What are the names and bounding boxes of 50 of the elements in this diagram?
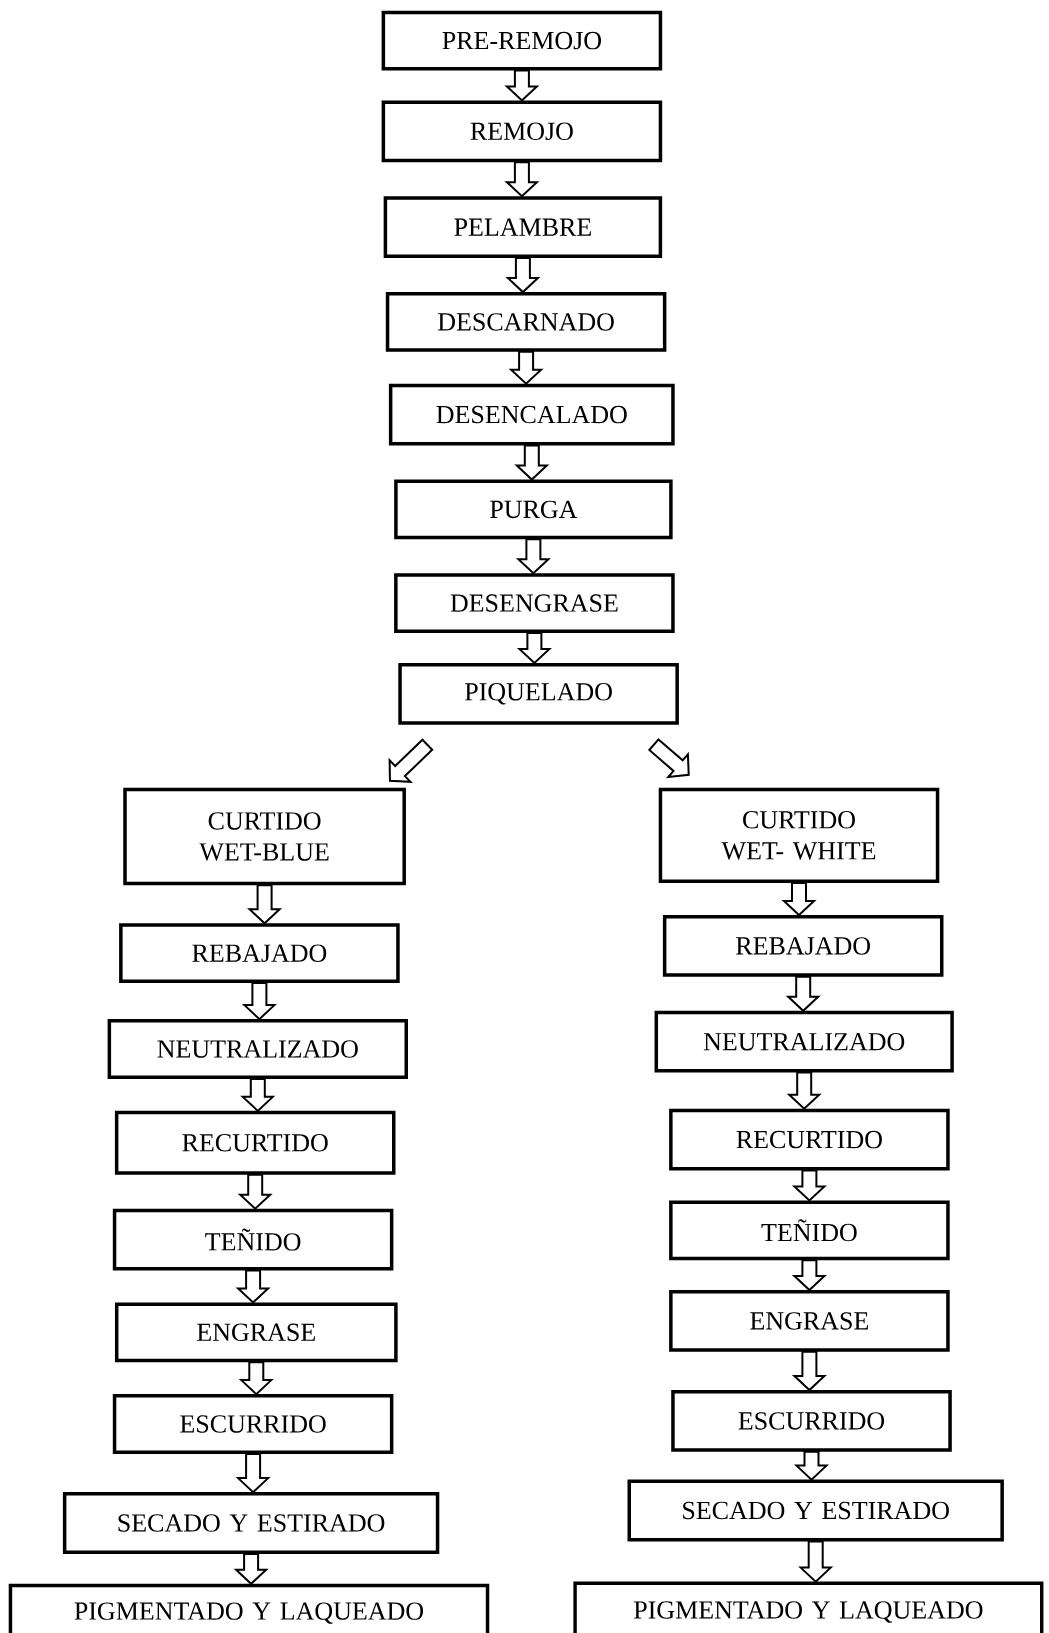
process-box: CURTIDO WET-BLUE [123,787,406,886]
process-box: PURGA [394,479,673,540]
process-box: ESCURRIDO [112,1394,394,1454]
process-box: PELAMBRE [383,196,663,258]
block-arrow [785,975,821,1013]
process-box: PIGMENTADO Y LAQUEADO [573,1581,1044,1633]
block-arrow [798,1540,834,1583]
process-box: CURTIDO WET- WHITE [658,787,940,883]
process-box: PRE-REMOJO [381,10,663,71]
process-box: RECURTIDO [669,1108,950,1171]
block-arrow [515,538,551,575]
block-arrow [237,1173,273,1211]
block-arrow [238,1361,274,1396]
block-arrow [516,632,552,665]
block-arrow [247,884,283,925]
block-arrow [791,1169,827,1202]
block-arrow [786,1071,822,1111]
process-box: PIQUELADO [398,662,679,725]
block-arrow [514,444,550,481]
block-arrow [388,738,434,783]
block-arrow [791,1259,827,1292]
block-arrow [791,1350,827,1392]
block-arrow [241,982,277,1021]
block-arrow [235,1452,271,1494]
block-arrow [240,1077,276,1113]
process-box: TEÑIDO [669,1200,950,1261]
process-box: ENGRASE [114,1302,398,1363]
block-arrow [781,882,817,917]
block-arrow [793,1450,830,1481]
block-arrow [505,257,541,294]
block-arrow [233,1552,269,1586]
process-box: SECADO Y ESTIRADO [627,1479,1004,1542]
block-arrow [508,350,544,386]
process-box: NEUTRALIZADO [107,1019,408,1079]
process-box: RECURTIDO [114,1110,396,1175]
process-box: ENGRASE [669,1290,950,1352]
process-box: TEÑIDO [112,1208,394,1271]
process-box: NEUTRALIZADO [654,1010,954,1073]
block-arrow [504,69,540,102]
process-box: REMOJO [381,100,663,163]
process-box: SECADO Y ESTIRADO [62,1492,440,1554]
block-arrow [235,1269,271,1304]
process-box: ESCURRIDO [671,1390,952,1452]
process-box: REBAJADO [119,923,400,984]
process-box: REBAJADO [662,915,944,977]
process-box: PIGMENTADO Y LAQUEADO [8,1583,490,1633]
block-arrow [504,161,540,198]
process-box: DESENGRASE [394,573,675,633]
process-box: DESCARNADO [385,292,667,352]
process-box: DESENCALADO [388,383,675,446]
